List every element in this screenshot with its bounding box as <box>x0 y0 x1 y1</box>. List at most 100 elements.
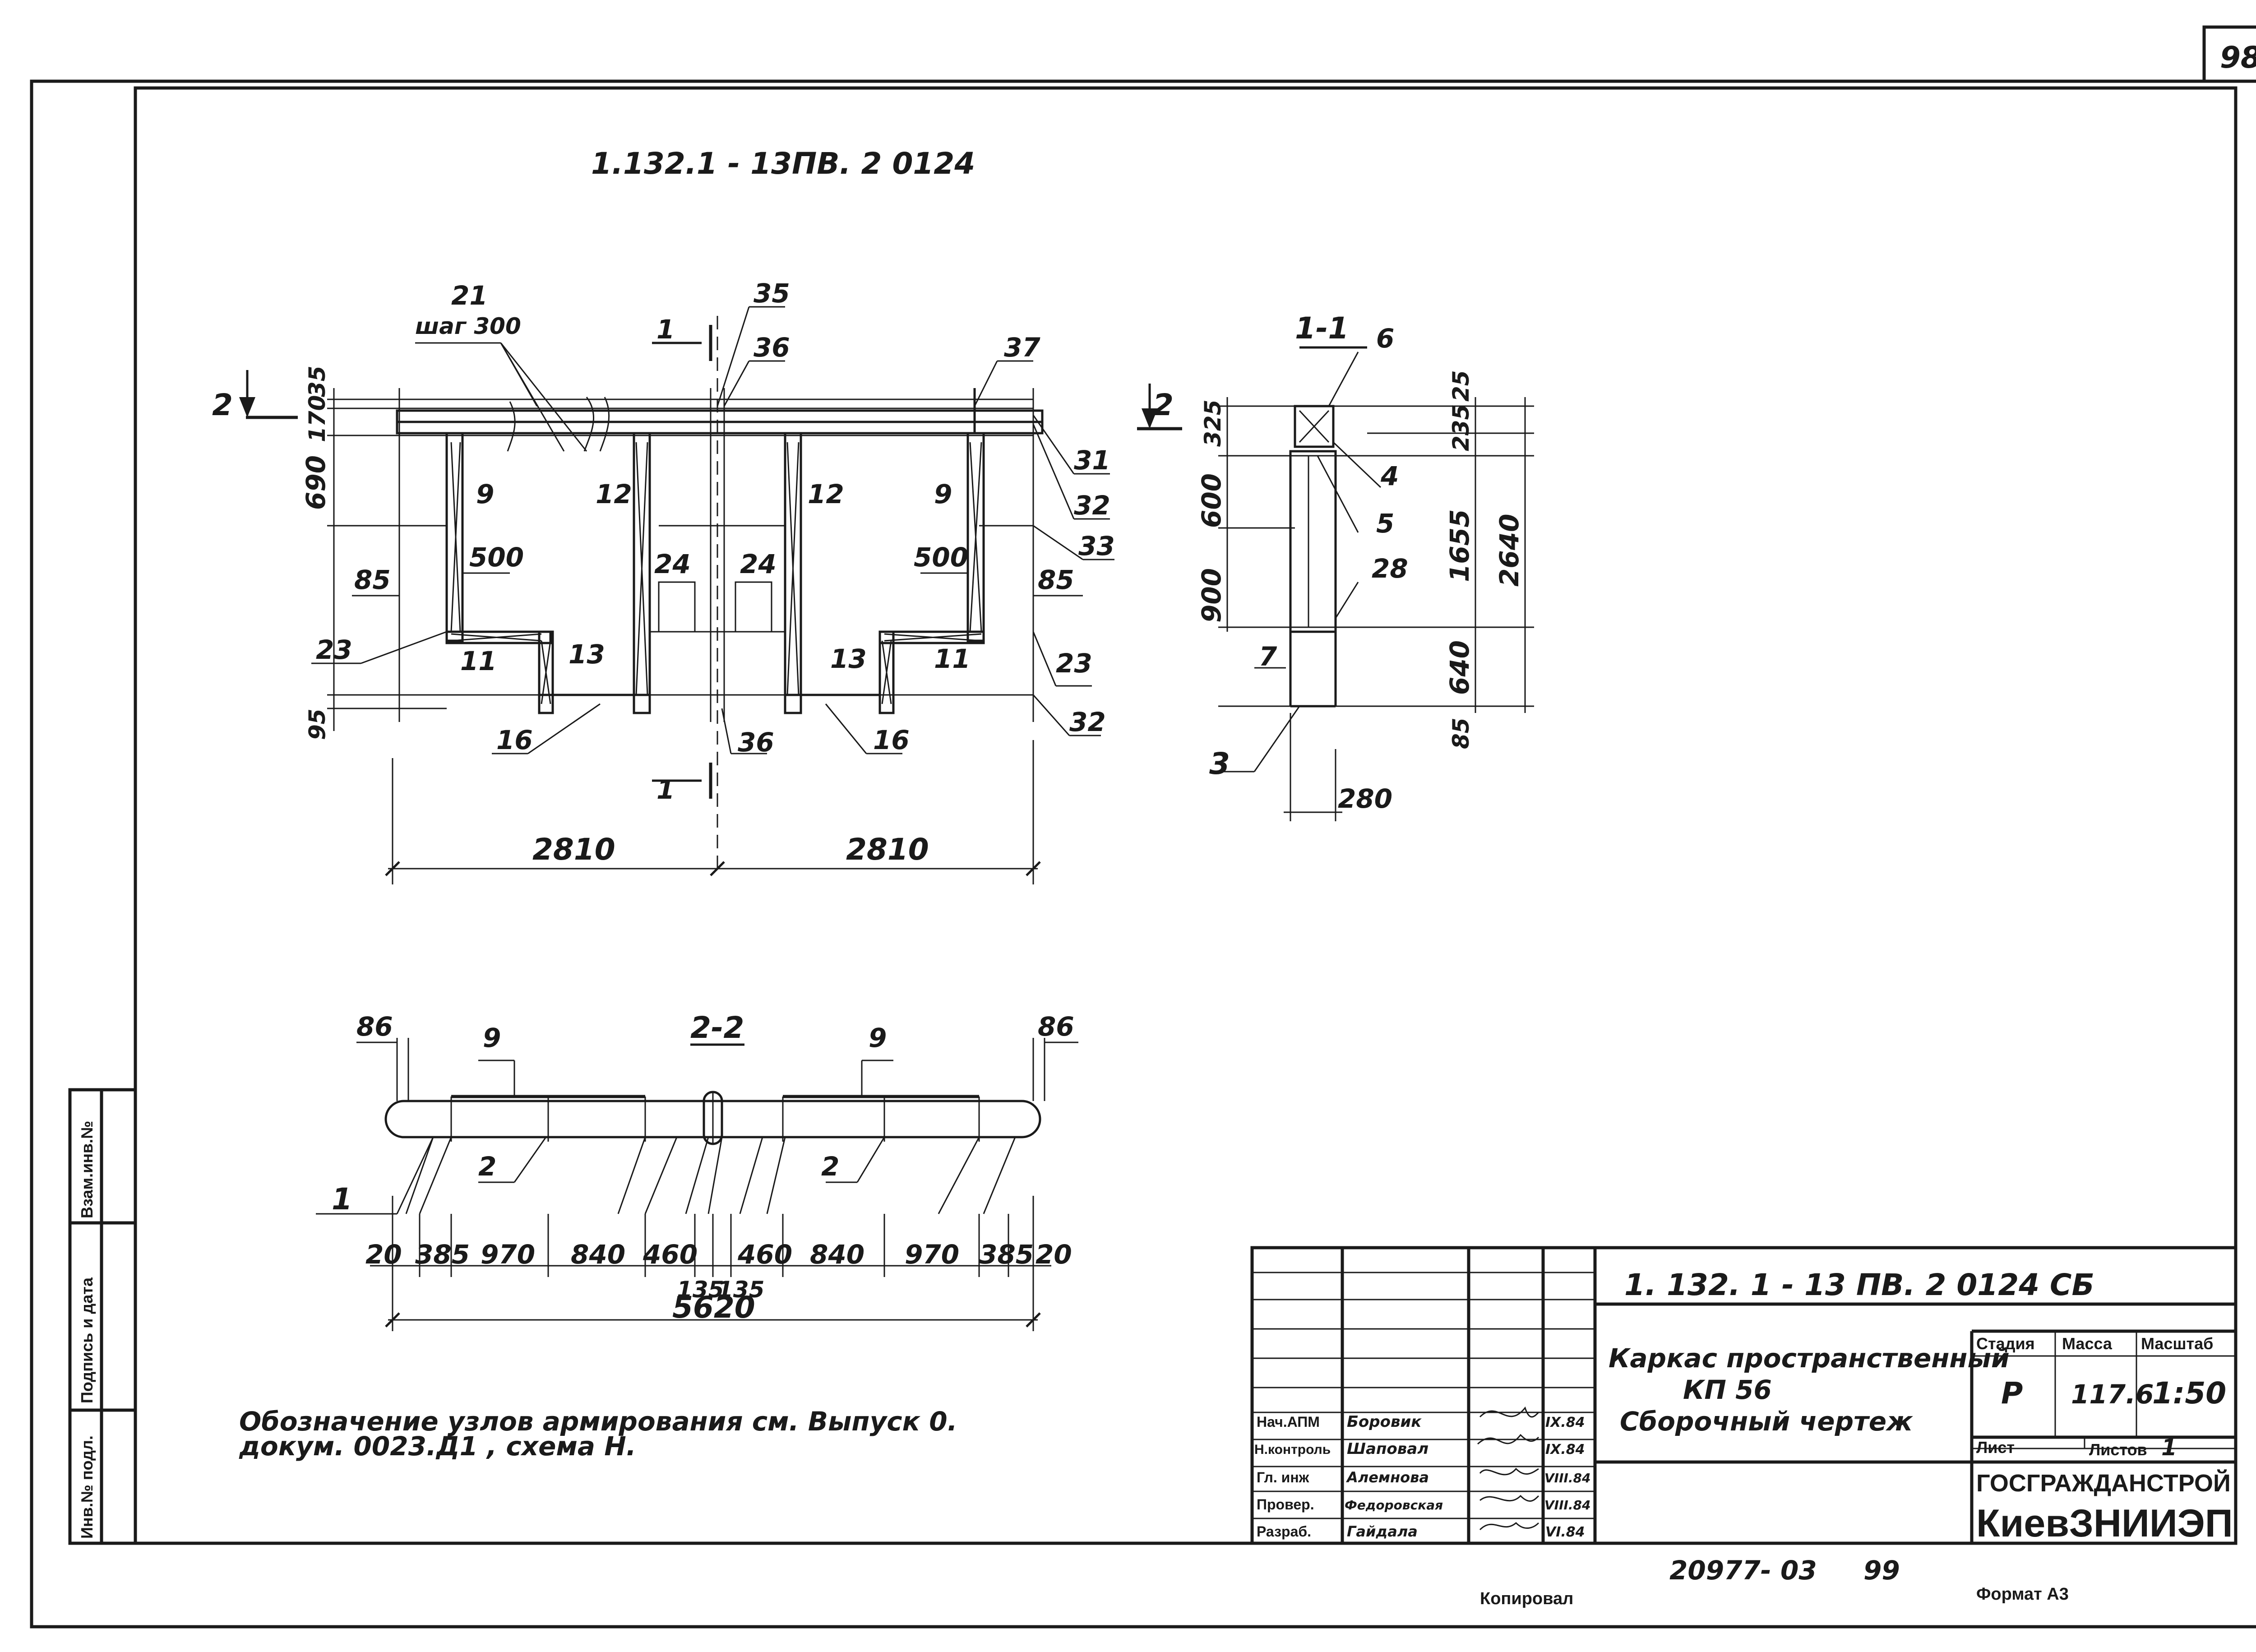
sec22-dim: 20 <box>365 1239 402 1270</box>
pos-12-right: 12 <box>808 479 844 509</box>
sec11-pos-28: 28 <box>1372 553 1408 584</box>
dim-35: 35 <box>304 366 330 397</box>
pos-23-right: 23 <box>1056 648 1092 679</box>
sec22-dim: 385 <box>415 1239 470 1270</box>
dim-85-right: 85 <box>1038 565 1074 595</box>
sec22-dim: 970 <box>905 1239 959 1270</box>
sec11-dim-2640: 2640 <box>1494 514 1525 587</box>
sec22-pos-2-left: 2 <box>478 1151 496 1182</box>
pos-33: 33 <box>1078 531 1115 561</box>
cut-2-right: 2 <box>1153 388 1174 422</box>
pos-16-right: 16 <box>873 725 910 755</box>
sec11-dim-600: 600 <box>1196 473 1227 528</box>
side-stamp-replacement: Взам.инв.№ <box>78 1121 96 1218</box>
sec22-pos-2-right: 2 <box>821 1151 839 1182</box>
pos-11-left: 11 <box>460 646 497 676</box>
pos-36-bottom: 36 <box>738 727 774 758</box>
role-2: Гл. инж <box>1257 1469 1309 1485</box>
date-1: IX.84 <box>1545 1442 1585 1458</box>
sec22-dim-total: 5620 <box>672 1290 755 1325</box>
sec22-dim: 460 <box>737 1239 792 1270</box>
step-label: шаг 300 <box>415 313 521 339</box>
role-0: Нач.АПМ <box>1257 1414 1320 1430</box>
scale-header: Масштаб <box>2141 1334 2213 1353</box>
cut-1-top: 1 <box>656 314 675 345</box>
name-0: Боровик <box>1347 1413 1422 1431</box>
sec22-dim-86-right: 86 <box>1038 1011 1074 1042</box>
copied-label: Копировал <box>1480 1589 1573 1608</box>
note-line-2: докум. 0023.Д1 , схема Н. <box>239 1431 636 1462</box>
dim-2810-right: 2810 <box>846 832 929 867</box>
sec11-dim-85: 85 <box>1448 717 1474 749</box>
dim-690: 690 <box>300 455 331 510</box>
pos-9-left: 9 <box>476 479 494 509</box>
elevation-view <box>239 306 1182 884</box>
name-2: Алемнова <box>1345 1469 1429 1486</box>
pos-16-left: 16 <box>496 725 533 755</box>
sheets-value: 1 <box>2161 1435 2177 1461</box>
date-4: VI.84 <box>1545 1524 1585 1540</box>
pos-36-top: 36 <box>754 332 790 363</box>
pos-12-left: 12 <box>596 479 632 509</box>
side-stamp <box>68 1088 137 1545</box>
pos-31: 31 <box>1074 445 1110 476</box>
section-2-2-title: 2-2 <box>690 1010 744 1045</box>
name-1: Шаповал <box>1347 1440 1428 1458</box>
sheets-label: Листов <box>2089 1440 2147 1459</box>
section-1-1-title: 1-1 <box>1295 311 1349 346</box>
sec11-pos-5: 5 <box>1376 508 1394 539</box>
sec22-dim: 970 <box>481 1239 535 1270</box>
title-block-name-1: Каркас пространственный <box>1609 1343 2010 1374</box>
sec22-dim: 135 <box>677 1277 724 1303</box>
role-3: Провер. <box>1257 1496 1314 1513</box>
sec22-dim: 840 <box>571 1239 625 1270</box>
date-2: VIII.84 <box>1544 1471 1591 1485</box>
side-stamp-inventory: Инв.№ подл. <box>78 1435 96 1539</box>
page-number: 99 <box>1863 1555 1900 1586</box>
role-1: Н.контроль <box>1254 1442 1331 1457</box>
dim-500-right: 500 <box>914 542 968 573</box>
stage-header: Стадия <box>1976 1334 2035 1353</box>
dim-95: 95 <box>304 708 330 740</box>
dim-2810-left: 2810 <box>532 832 615 867</box>
pos-35: 35 <box>754 278 790 309</box>
title-block-name-3: Сборочный чертеж <box>1620 1406 1913 1437</box>
cut-1-bottom: 1 <box>656 774 675 805</box>
sec22-pos-9-left: 9 <box>483 1023 501 1053</box>
sec22-pos-1: 1 <box>332 1182 352 1217</box>
dim-85-left: 85 <box>354 565 391 595</box>
sec11-dim-325: 325 <box>1200 400 1226 447</box>
drawing-code-top: 1.132.1 - 13ПВ. 2 0124 <box>591 146 975 181</box>
sec11-dim-900: 900 <box>1196 568 1227 623</box>
role-4: Разраб. <box>1257 1523 1311 1540</box>
sec11-pos-4: 4 <box>1380 461 1399 491</box>
pos-24-right: 24 <box>740 549 777 579</box>
sec22-dim-chain: 20 385 970 840 460 135 135 460 840 970 3… <box>365 1239 1072 1303</box>
pos-32-bottom: 32 <box>1069 707 1106 737</box>
dim-500-left: 500 <box>469 542 524 573</box>
sheet-number-box <box>2202 25 2256 83</box>
format-label: Формат А3 <box>1976 1585 2069 1604</box>
sec11-pos-7: 7 <box>1259 641 1277 672</box>
pos-23-left: 23 <box>316 634 352 665</box>
sheet-label: Лист <box>1976 1438 2015 1457</box>
section-2-2 <box>316 1038 1078 1331</box>
sec22-dim: 20 <box>1036 1239 1072 1270</box>
title-block-code: 1. 132. 1 - 13 ПВ. 2 0124 СБ <box>1624 1268 2094 1302</box>
sec11-dim-1655: 1655 <box>1444 509 1475 582</box>
pos-21: 21 <box>451 280 488 311</box>
sheet-number: 98 <box>2220 40 2256 75</box>
stage-value: Р <box>2001 1376 2023 1411</box>
mass-value: 117.6 <box>2071 1379 2154 1410</box>
name-3: Федоровская <box>1345 1498 1443 1513</box>
pos-13-right: 13 <box>830 643 867 674</box>
title-block <box>1250 1246 2238 1545</box>
note-line-1: Обозначение узлов армирования см. Выпуск… <box>239 1406 957 1437</box>
sec22-dim-86-left: 86 <box>356 1011 393 1042</box>
pos-11-right: 11 <box>934 643 971 674</box>
dim-170: 170 <box>304 395 330 442</box>
sec11-dim-25: 25 <box>1448 370 1474 402</box>
org-name: ГОСГРАЖДАНСТРОЙ <box>1976 1469 2231 1497</box>
pos-9-right: 9 <box>934 479 952 509</box>
